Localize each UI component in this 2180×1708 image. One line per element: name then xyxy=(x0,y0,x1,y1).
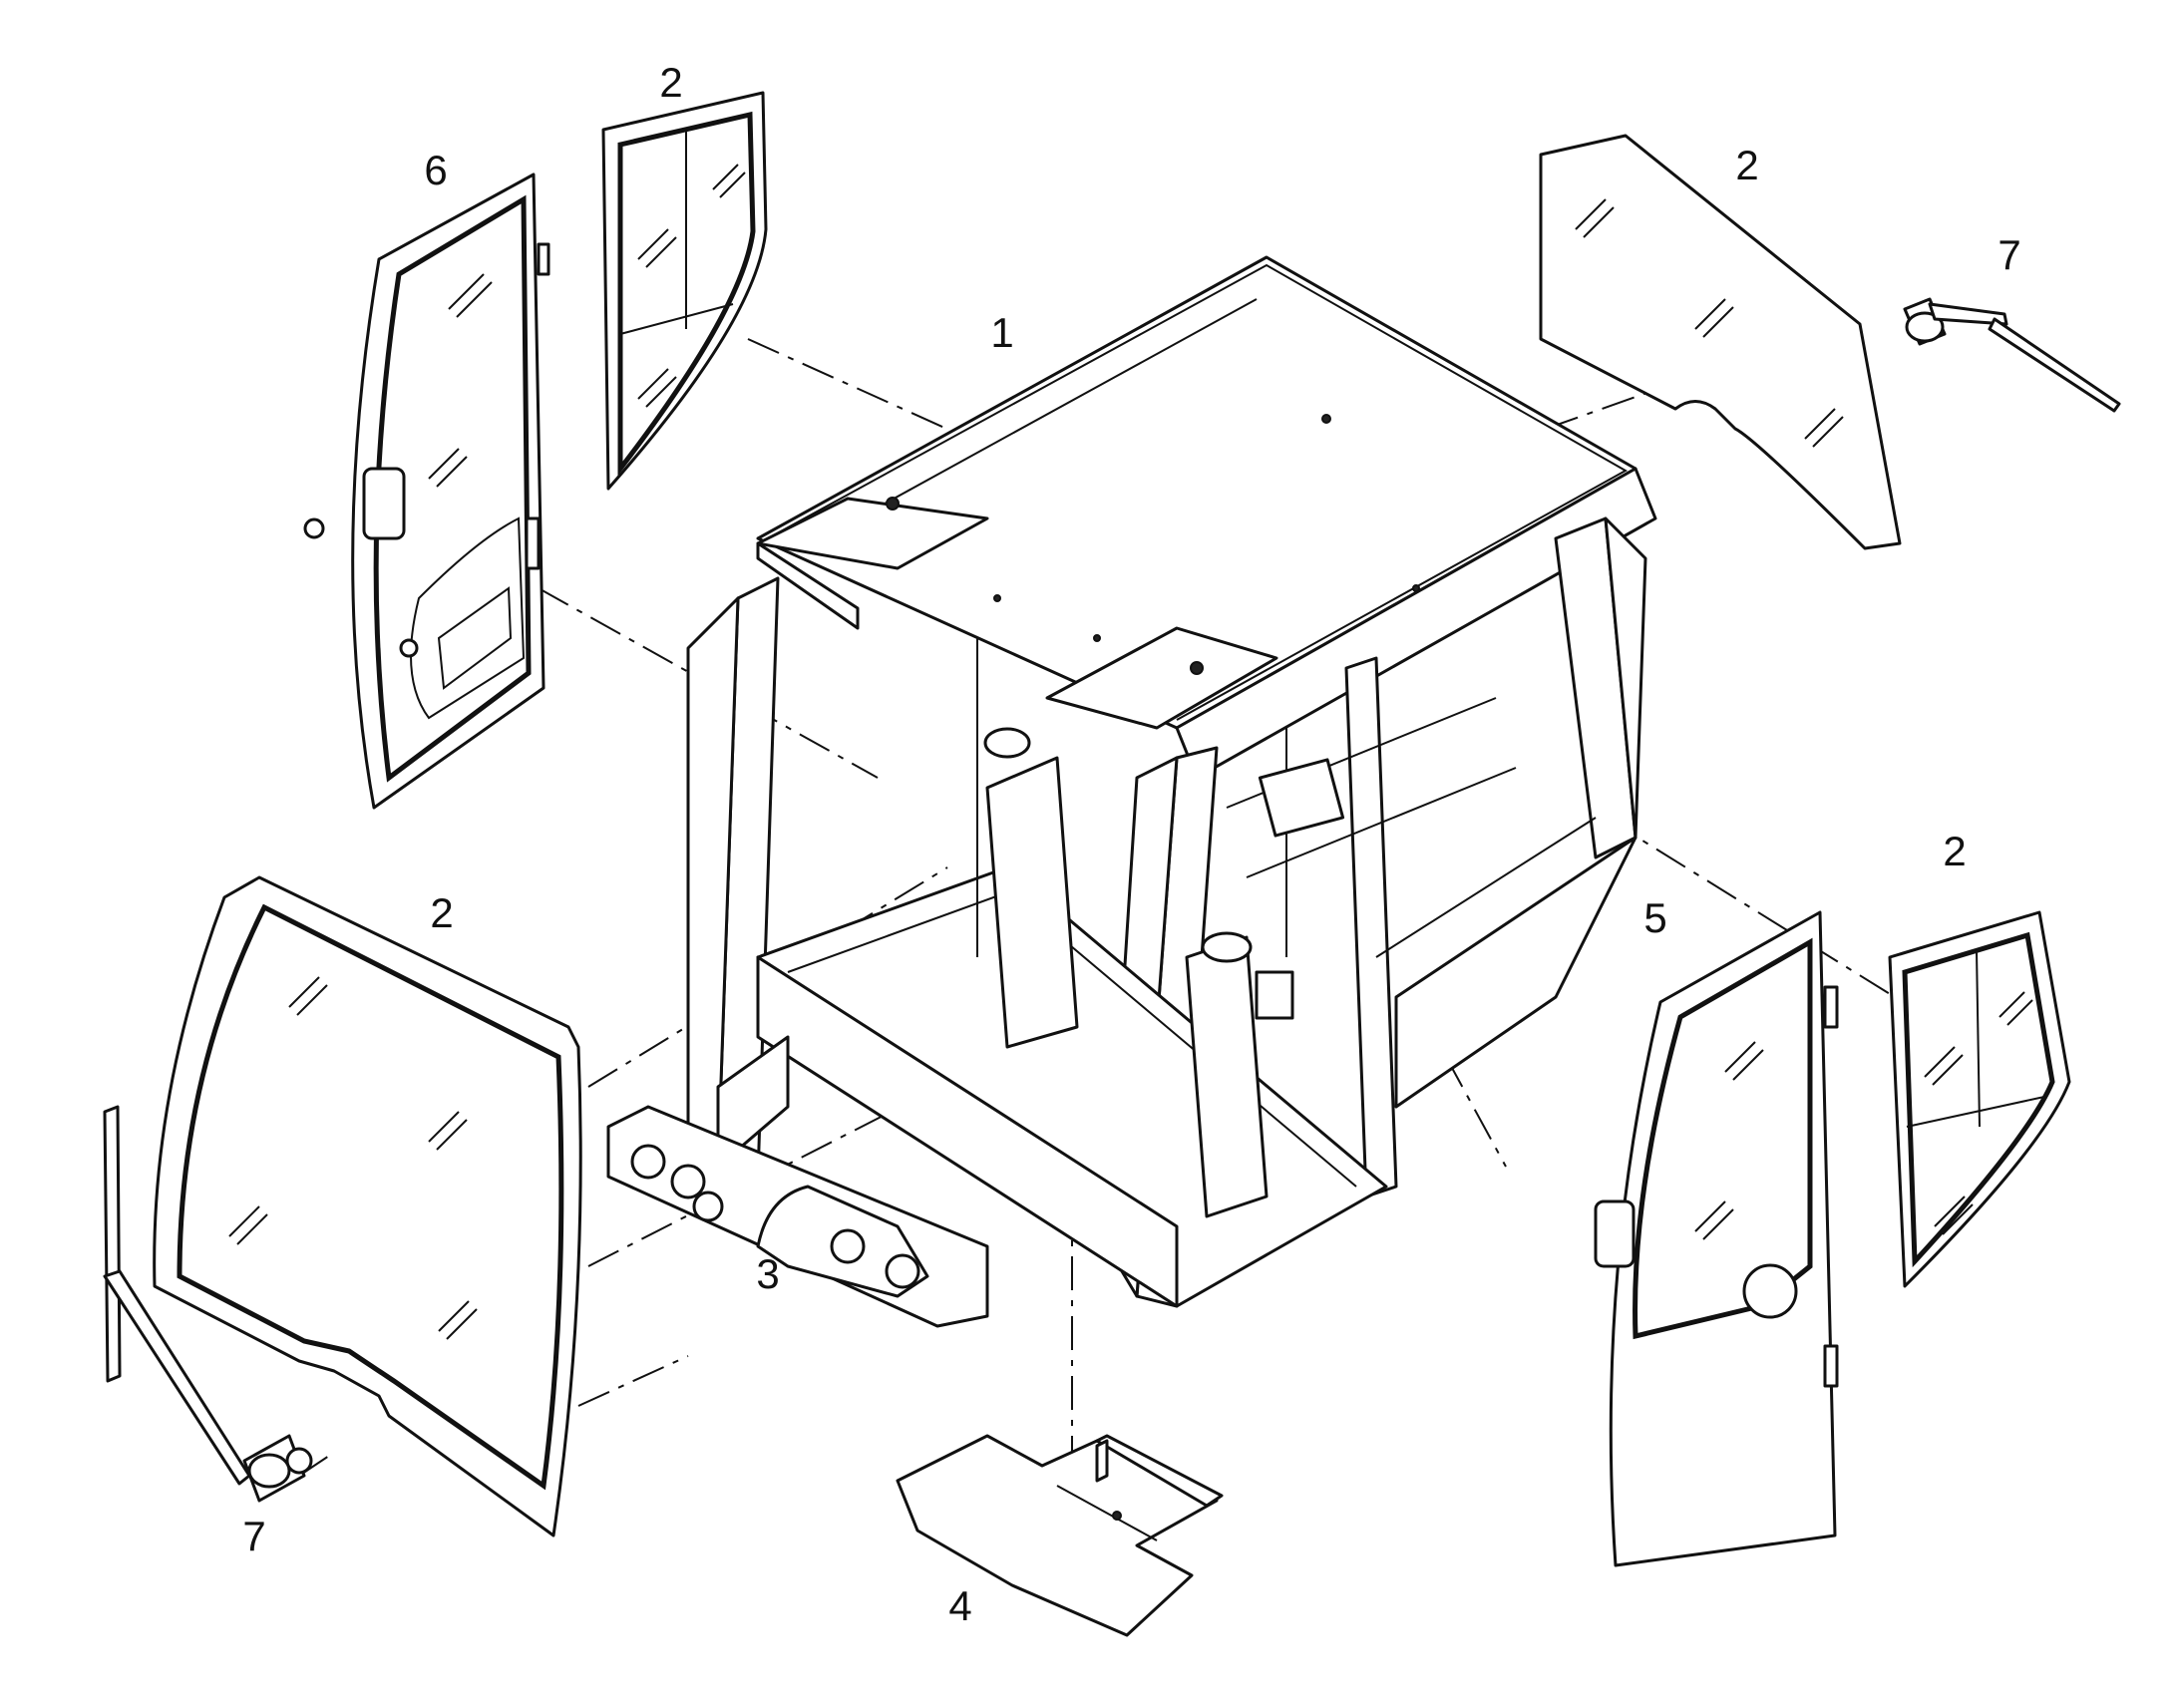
callout-dash-panel: 3 xyxy=(756,1250,779,1297)
callout-cab-frame: 1 xyxy=(990,309,1013,356)
glass-hatch xyxy=(1924,991,2033,1235)
glass-hatch xyxy=(1575,198,1844,448)
callout-door-right: 5 xyxy=(1643,894,1666,941)
glass-hatch xyxy=(428,273,493,488)
callout-glass-side-left-top: 2 xyxy=(659,59,682,106)
callout-labels: 1 2 6 2 7 2 5 2 3 4 7 xyxy=(242,59,2020,1629)
callout-wiper-front: 7 xyxy=(242,1513,265,1559)
callout-floor-plate: 4 xyxy=(948,1582,971,1629)
callout-glass-front: 2 xyxy=(430,889,453,936)
glass-front xyxy=(153,875,582,1537)
door-right xyxy=(1594,910,1839,1567)
glass-hatch xyxy=(637,164,746,408)
cab-frame xyxy=(686,255,1657,1308)
wiper-front xyxy=(103,1105,313,1503)
wiper-rear xyxy=(1903,297,2121,413)
callout-glass-rear: 2 xyxy=(1735,142,1758,188)
callout-door-left: 6 xyxy=(424,147,447,193)
dash-panel xyxy=(606,1105,989,1328)
floor-plate xyxy=(896,1434,1224,1637)
callout-glass-side-right: 2 xyxy=(1943,828,1966,874)
callout-wiper-rear: 7 xyxy=(1998,231,2020,278)
glass-hatch xyxy=(1694,1041,1764,1240)
glass-side-right xyxy=(1888,910,2071,1288)
glass-hatch xyxy=(228,976,478,1340)
glass-rear xyxy=(1539,134,1902,550)
glass-side-left-top xyxy=(601,91,768,491)
door-left xyxy=(303,172,550,810)
